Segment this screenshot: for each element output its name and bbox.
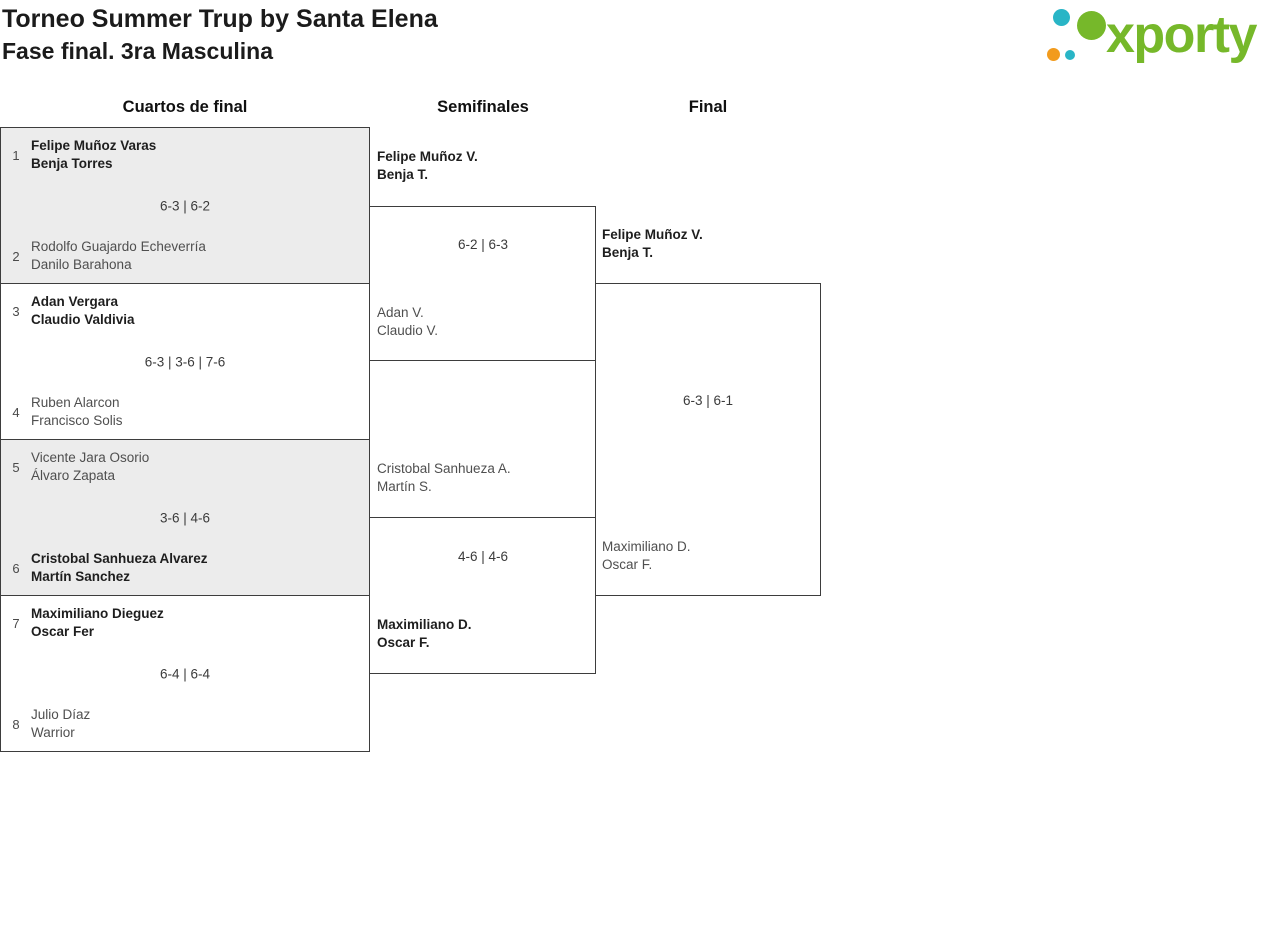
team-names: Ruben Alarcon Francisco Solis bbox=[31, 394, 123, 430]
team-names: Cristobal Sanhueza Alvarez Martín Sanche… bbox=[31, 550, 208, 586]
player-name: Benja T. bbox=[377, 167, 429, 182]
team-row: 6 Cristobal Sanhueza Alvarez Martín Sanc… bbox=[1, 550, 369, 586]
player-name: Martín S. bbox=[377, 479, 432, 494]
player-name: Ruben Alarcon bbox=[31, 395, 120, 410]
logo-dot-orange-icon bbox=[1047, 48, 1060, 61]
logo-wordmark: xporty bbox=[1106, 6, 1257, 64]
final-team-bottom: Maximiliano D. Oscar F. bbox=[602, 538, 691, 574]
sf1-team-top: Felipe Muñoz V. Benja T. bbox=[377, 148, 478, 184]
player-name: Claudio V. bbox=[377, 323, 439, 338]
sf2-score: 4-6 | 4-6 bbox=[457, 549, 509, 564]
player-name: Adan V. bbox=[377, 305, 424, 320]
player-name: Benja T. bbox=[602, 245, 654, 260]
sf1-score: 6-2 | 6-3 bbox=[457, 237, 509, 252]
sf2-team-top: Cristobal Sanhueza A. Martín S. bbox=[377, 460, 511, 496]
round-header-semifinals: Semifinales bbox=[437, 98, 529, 116]
player-name: Cristobal Sanhueza Alvarez bbox=[31, 551, 208, 566]
seed-number: 4 bbox=[12, 404, 20, 420]
tournament-title: Torneo Summer Trup by Santa Elena bbox=[2, 5, 438, 33]
team-row: 4 Ruben Alarcon Francisco Solis bbox=[1, 394, 369, 430]
team-row: 8 Julio Díaz Warrior bbox=[1, 706, 369, 742]
player-name: Claudio Valdivia bbox=[31, 312, 135, 327]
seed-number: 1 bbox=[12, 147, 20, 163]
logo-dot-green-icon bbox=[1077, 11, 1106, 40]
logo-dot-teal-icon bbox=[1053, 9, 1070, 26]
player-name: Rodolfo Guajardo Echeverría bbox=[31, 239, 206, 254]
seed-number: 2 bbox=[12, 248, 20, 264]
player-name: Felipe Muñoz V. bbox=[602, 227, 703, 242]
match-score: 6-4 | 6-4 bbox=[159, 666, 211, 681]
player-name: Oscar F. bbox=[602, 557, 653, 572]
team-names: Felipe Muñoz Varas Benja Torres bbox=[31, 137, 156, 173]
team-row: 3 Adan Vergara Claudio Valdivia bbox=[1, 293, 369, 329]
team-names: Vicente Jara Osorio Álvaro Zapata bbox=[31, 449, 149, 485]
seed-number: 5 bbox=[12, 459, 20, 475]
player-name: Álvaro Zapata bbox=[31, 468, 116, 483]
qf-match-4: 7 Maximiliano Dieguez Oscar Fer 6-4 | 6-… bbox=[0, 595, 370, 752]
player-name: Maximiliano Dieguez bbox=[31, 606, 164, 621]
player-name: Maximiliano D. bbox=[602, 539, 691, 554]
team-names: Maximiliano Dieguez Oscar Fer bbox=[31, 605, 164, 641]
seed-number: 7 bbox=[12, 615, 20, 631]
team-row: 1 Felipe Muñoz Varas Benja Torres bbox=[1, 137, 369, 173]
player-name: Oscar F. bbox=[377, 635, 430, 650]
match-score: 6-3 | 6-2 bbox=[159, 198, 211, 213]
match-score: 3-6 | 4-6 bbox=[159, 510, 211, 525]
final-team-top: Felipe Muñoz V. Benja T. bbox=[602, 226, 703, 262]
team-names: Adan Vergara Claudio Valdivia bbox=[31, 293, 135, 329]
round-header-quarterfinals: Cuartos de final bbox=[122, 98, 248, 116]
final-score: 6-3 | 6-1 bbox=[682, 393, 734, 408]
player-name: Danilo Barahona bbox=[31, 257, 132, 272]
team-row: 5 Vicente Jara Osorio Álvaro Zapata bbox=[1, 449, 369, 485]
final-connector-box bbox=[595, 283, 821, 596]
seed-number: 3 bbox=[12, 303, 20, 319]
team-row: 7 Maximiliano Dieguez Oscar Fer bbox=[1, 605, 369, 641]
sf1-team-bottom: Adan V. Claudio V. bbox=[377, 304, 438, 340]
player-name: Warrior bbox=[31, 725, 75, 740]
player-name: Martín Sanchez bbox=[31, 569, 131, 584]
player-name: Julio Díaz bbox=[31, 707, 91, 722]
sf2-team-bottom: Maximiliano D. Oscar F. bbox=[377, 616, 472, 652]
player-name: Vicente Jara Osorio bbox=[31, 450, 150, 465]
seed-number: 8 bbox=[12, 716, 20, 732]
player-name: Felipe Muñoz Varas bbox=[31, 138, 157, 153]
player-name: Felipe Muñoz V. bbox=[377, 149, 478, 164]
phase-subtitle: Fase final. 3ra Masculina bbox=[2, 38, 274, 64]
round-header-final: Final bbox=[688, 98, 728, 116]
player-name: Cristobal Sanhueza A. bbox=[377, 461, 511, 476]
seed-number: 6 bbox=[12, 560, 20, 576]
team-names: Julio Díaz Warrior bbox=[31, 706, 90, 742]
match-score: 6-3 | 3-6 | 7-6 bbox=[144, 354, 226, 369]
qf-match-2: 3 Adan Vergara Claudio Valdivia 6-3 | 3-… bbox=[0, 283, 370, 440]
team-names: Rodolfo Guajardo Echeverría Danilo Barah… bbox=[31, 238, 206, 274]
logo-dot-teal-small-icon bbox=[1065, 50, 1075, 60]
qf-match-1: 1 Felipe Muñoz Varas Benja Torres 6-3 | … bbox=[0, 127, 370, 284]
player-name: Benja Torres bbox=[31, 156, 113, 171]
player-name: Adan Vergara bbox=[31, 294, 119, 309]
team-row: 2 Rodolfo Guajardo Echeverría Danilo Bar… bbox=[1, 238, 369, 274]
player-name: Francisco Solis bbox=[31, 413, 123, 428]
player-name: Maximiliano D. bbox=[377, 617, 472, 632]
player-name: Oscar Fer bbox=[31, 624, 95, 639]
qf-match-3: 5 Vicente Jara Osorio Álvaro Zapata 3-6 … bbox=[0, 439, 370, 596]
